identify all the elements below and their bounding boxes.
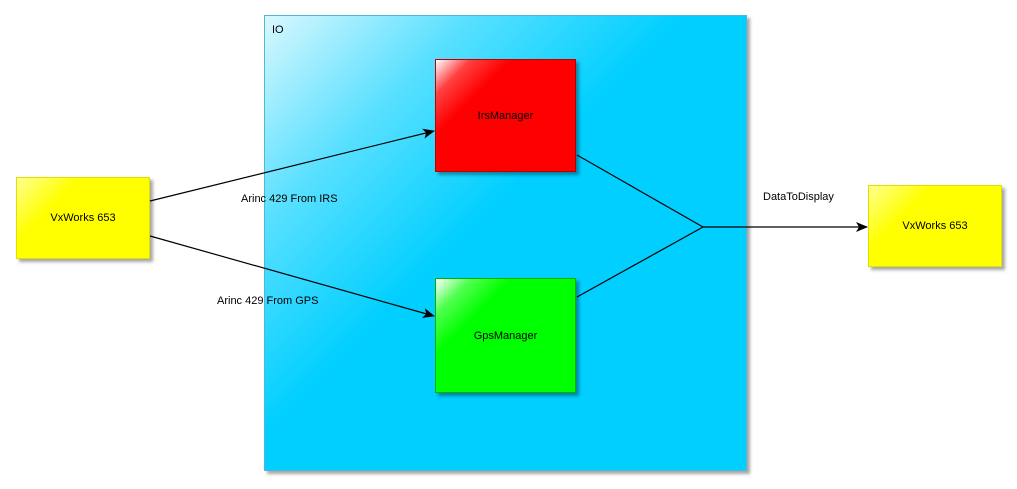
edge-display-label: DataToDisplay <box>763 191 834 203</box>
source-node-vxworks[interactable]: VxWorks 653 <box>16 177 150 259</box>
irs-manager-label: IrsManager <box>477 109 534 122</box>
source-node-label: VxWorks 653 <box>50 212 116 224</box>
gps-manager-node[interactable]: GpsManager <box>435 278 576 393</box>
edge-gps-label: Arinc 429 From GPS <box>217 295 319 307</box>
irs-manager-node[interactable]: IrsManager <box>435 59 576 172</box>
target-node-vxworks[interactable]: VxWorks 653 <box>868 185 1002 267</box>
edge-irs-label: Arinc 429 From IRS <box>241 193 338 205</box>
container-title: IO <box>272 24 284 36</box>
target-node-label: VxWorks 653 <box>902 220 968 232</box>
gps-manager-label: GpsManager <box>473 329 538 342</box>
